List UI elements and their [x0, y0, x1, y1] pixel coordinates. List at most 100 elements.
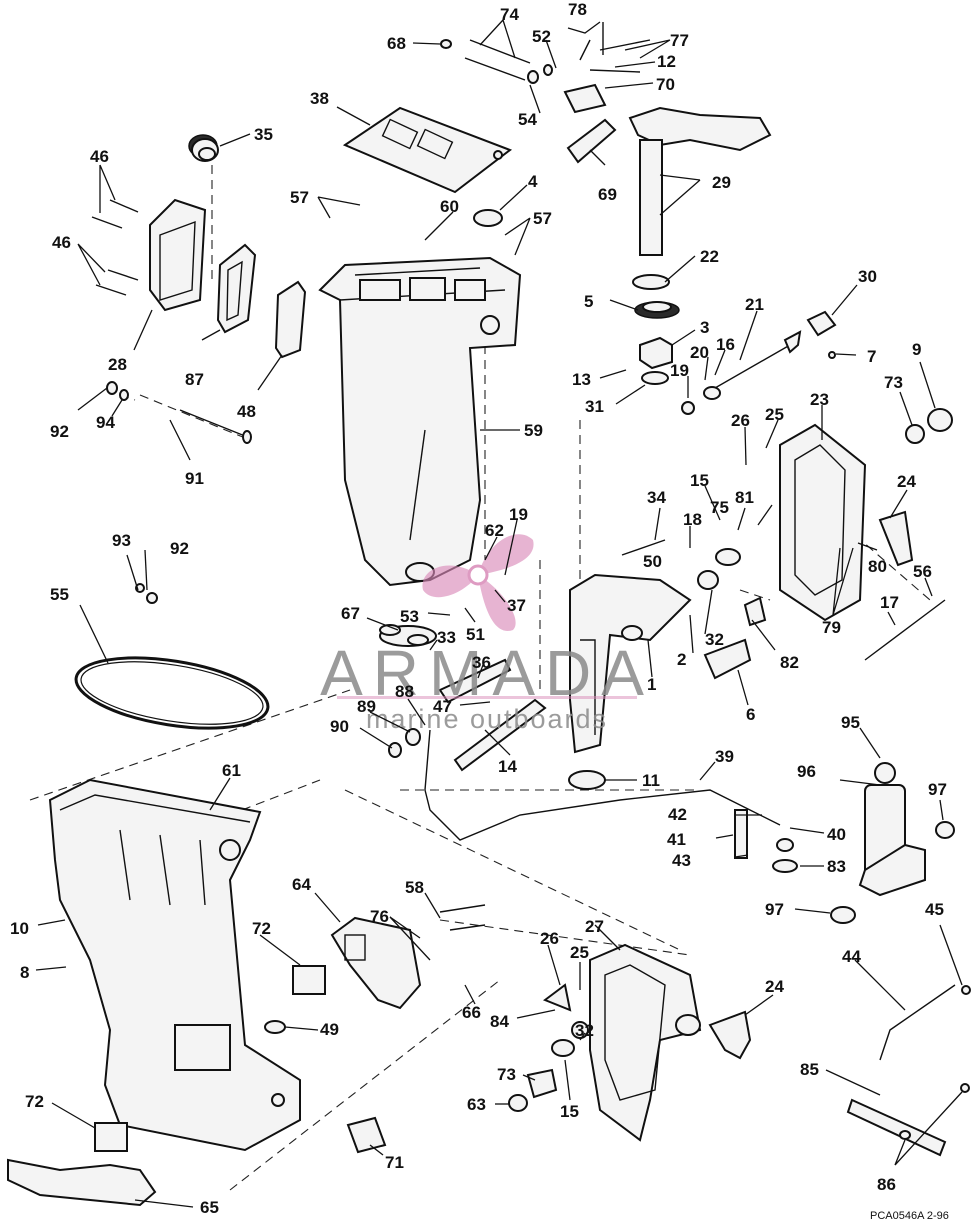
callout-44: 44 [842, 947, 861, 966]
callout-12: 12 [657, 52, 676, 71]
blocks-72-71 [94, 965, 387, 1154]
lower-cover-65 [7, 1158, 157, 1207]
callout-21: 21 [745, 295, 764, 314]
callout-89: 89 [357, 697, 376, 716]
callout-6: 6 [746, 705, 755, 724]
cover-28 [149, 198, 207, 312]
callout-38: 38 [310, 89, 329, 108]
logo-underline [337, 696, 637, 699]
callout-23: 23 [810, 390, 829, 409]
callout-97a: 97 [928, 780, 947, 799]
callout-85: 85 [800, 1060, 819, 1079]
callout-32b: 32 [575, 1021, 594, 1040]
callout-25b: 25 [570, 943, 589, 962]
bracket-64 [330, 904, 486, 1010]
callout-34: 34 [647, 488, 666, 507]
callout-labels: 68 74 52 54 78 77 12 70 38 35 69 29 4 57… [10, 0, 947, 1217]
armada-logo: ARMADA marine outboards [320, 534, 644, 734]
callout-78: 78 [568, 0, 587, 19]
extension-housing-61 [48, 778, 301, 1152]
callout-74: 74 [500, 5, 519, 24]
callout-67: 67 [341, 604, 360, 623]
callout-97b: 97 [765, 900, 784, 919]
exhaust-housing-59 [318, 256, 522, 587]
callout-66: 66 [462, 1003, 481, 1022]
callout-41: 41 [667, 830, 686, 849]
callout-84: 84 [490, 1012, 509, 1031]
callout-75: 75 [710, 498, 729, 517]
callout-33: 33 [437, 628, 456, 647]
callout-11: 11 [642, 771, 660, 790]
propeller-icon [422, 534, 534, 631]
callout-26a: 26 [731, 411, 750, 430]
trim-cylinder-96 [772, 762, 955, 924]
callout-64: 64 [292, 875, 311, 894]
callout-94: 94 [96, 413, 115, 432]
callout-57a: 57 [290, 188, 309, 207]
callout-87: 87 [185, 370, 204, 389]
gasket-87 [216, 243, 257, 334]
callout-82: 82 [780, 653, 799, 672]
callout-36: 36 [472, 653, 491, 672]
callout-2: 2 [677, 650, 686, 669]
tilt-lever-21 [681, 310, 837, 415]
callout-61: 61 [222, 761, 241, 780]
callout-80: 80 [868, 557, 887, 576]
stern-bracket-27 [508, 943, 752, 1142]
callout-92b: 92 [170, 539, 189, 558]
callout-86: 86 [877, 1175, 896, 1194]
callout-27: 27 [585, 917, 604, 936]
callout-92a: 92 [50, 422, 69, 441]
callout-70: 70 [656, 75, 675, 94]
callout-69: 69 [598, 185, 617, 204]
callout-22: 22 [700, 247, 719, 266]
callout-28: 28 [108, 355, 127, 374]
callout-93: 93 [112, 531, 131, 550]
seal-ring-55 [74, 656, 270, 730]
callout-10: 10 [10, 919, 29, 938]
steering-shaft-29 [473, 106, 772, 385]
callout-50: 50 [643, 552, 662, 571]
callout-79: 79 [822, 618, 841, 637]
callout-62: 62 [485, 521, 504, 540]
callout-56: 56 [913, 562, 932, 581]
tilt-rod-44 [846, 599, 971, 1157]
callout-16: 16 [716, 335, 735, 354]
callout-29: 29 [712, 173, 731, 192]
callout-35: 35 [254, 125, 273, 144]
callout-3: 3 [700, 318, 709, 337]
callout-59: 59 [524, 421, 543, 440]
callout-15a: 15 [690, 471, 709, 490]
callout-72b: 72 [25, 1092, 44, 1111]
callout-73b: 73 [497, 1065, 516, 1084]
callout-49: 49 [320, 1020, 339, 1039]
callout-52: 52 [532, 27, 551, 46]
callout-19b: 19 [509, 505, 528, 524]
callout-20: 20 [690, 343, 709, 362]
leader-lines [35, 19, 963, 1208]
bracket-69 [566, 118, 617, 164]
callout-13: 13 [572, 370, 591, 389]
callout-43: 43 [672, 851, 691, 870]
callout-37: 37 [507, 596, 526, 615]
steering-hardware-70 [440, 22, 651, 114]
callout-25a: 25 [765, 405, 784, 424]
callout-40: 40 [827, 825, 846, 844]
callout-19a: 19 [670, 361, 689, 380]
callout-39: 39 [715, 747, 734, 766]
callout-30: 30 [858, 267, 877, 286]
callout-72a: 72 [252, 919, 271, 938]
callout-18: 18 [683, 510, 702, 529]
callout-57b: 57 [533, 209, 552, 228]
callout-5: 5 [584, 292, 593, 311]
callout-91: 91 [185, 469, 204, 488]
clamp-bracket-23 [779, 408, 953, 622]
callout-71: 71 [385, 1153, 404, 1172]
tagline: marine outboards [366, 704, 608, 734]
swivel-bracket-1 [569, 539, 767, 754]
callout-24b: 24 [765, 977, 784, 996]
cable-39 [424, 729, 781, 859]
callout-1: 1 [647, 675, 656, 694]
callout-53: 53 [400, 607, 419, 626]
